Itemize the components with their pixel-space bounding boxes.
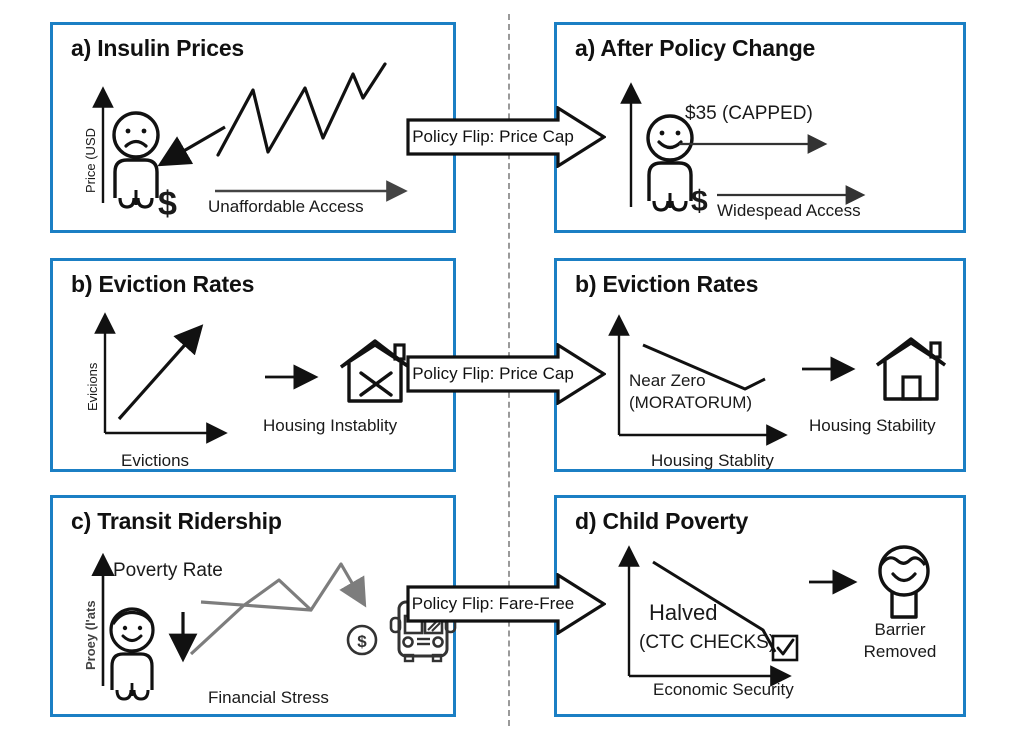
flow-arrow-icon bbox=[263, 364, 323, 390]
panel-title: a) After Policy Change bbox=[575, 35, 816, 61]
x-axis-label: Housing Stablity bbox=[651, 451, 774, 470]
axes-eviction-after bbox=[605, 313, 805, 448]
flow-arrow-icon bbox=[807, 569, 862, 595]
house-crossed-icon bbox=[335, 333, 415, 408]
halved-annotation-line2: (CTC CHECKS) bbox=[639, 632, 776, 653]
outcome-label-line1: Barrier bbox=[874, 620, 926, 639]
policy-flip-arrow-1[interactable]: Policy Flip: Price Cap bbox=[406, 106, 606, 168]
panel-eviction-before: b) Eviction Rates Evicions Evictions bbox=[50, 258, 456, 472]
x-axis-label: Financial Stress bbox=[208, 688, 329, 707]
panel-title: c) Transit Ridership bbox=[71, 508, 282, 534]
policy-flip-label: Policy Flip: Price Cap bbox=[412, 364, 574, 383]
halved-annotation-line1: Halved bbox=[649, 600, 718, 625]
y-axis-label: Price (USD bbox=[83, 127, 98, 193]
transit-trend-line bbox=[181, 558, 371, 668]
outcome-label: Housing Stability bbox=[809, 416, 936, 435]
x-axis-label: Evictions bbox=[121, 451, 190, 470]
axes-insulin-before bbox=[89, 85, 289, 210]
x-axis-arrow-icon bbox=[213, 180, 413, 202]
pointer-arrow-icon bbox=[151, 123, 231, 173]
flow-arrow-icon bbox=[800, 356, 860, 382]
y-axis-label: Proey (l'ats bbox=[83, 600, 98, 670]
dollar-sign-icon: $ bbox=[691, 185, 708, 218]
x-axis-label: Widespead Access bbox=[717, 201, 861, 220]
axes-insulin-after bbox=[619, 81, 659, 211]
dollar-sign-icon: $ bbox=[158, 185, 177, 223]
policy-flip-arrow-3[interactable]: Policy Flip: Fare-Free bbox=[406, 573, 606, 635]
insulin-before-trend-line bbox=[213, 60, 388, 160]
panel-insulin-before: a) Insulin Prices Price (USD bbox=[50, 22, 456, 233]
axes-child-poverty bbox=[615, 544, 815, 689]
y-axis-label: Evicions bbox=[85, 362, 100, 411]
policy-flip-arrow-2[interactable]: Policy Flip: Price Cap bbox=[406, 343, 606, 405]
child-head-icon bbox=[869, 543, 939, 621]
outcome-label-line2: Removed bbox=[863, 642, 937, 661]
house-intact-icon bbox=[871, 331, 951, 406]
dollar-coin-icon: $ bbox=[345, 623, 379, 657]
policy-flip-label: Policy Flip: Fare-Free bbox=[411, 594, 575, 613]
near-zero-annotation-line2: (MORATORUM) bbox=[629, 393, 753, 412]
panel-title: b) Eviction Rates bbox=[71, 271, 255, 297]
svg-text:$: $ bbox=[357, 632, 367, 651]
access-arrow-icon bbox=[715, 185, 870, 205]
panel-title: b) Eviction Rates bbox=[575, 271, 759, 297]
panel-child-poverty: d) Child Poverty Halved (CTC CHECKS) E bbox=[554, 495, 966, 717]
capped-price-annotation: $35 (CAPPED) bbox=[685, 103, 813, 124]
panel-transit: c) Transit Ridership Proey (l'ats Povert… bbox=[50, 495, 457, 717]
panel-title: a) Insulin Prices bbox=[71, 35, 244, 61]
person-happy-icon bbox=[101, 606, 175, 706]
down-arrow-icon bbox=[168, 608, 198, 668]
outcome-label: Housing Instablity bbox=[263, 416, 398, 435]
axes-transit bbox=[89, 552, 129, 692]
x-axis-label: Economic Security bbox=[653, 680, 794, 699]
panel-insulin-after: a) After Policy Change bbox=[554, 22, 966, 233]
policy-flip-label: Policy Flip: Price Cap bbox=[412, 127, 574, 146]
person-sad-icon bbox=[103, 110, 181, 215]
x-axis-label: Unaffordable Access bbox=[208, 197, 364, 216]
checkbox-checked-icon bbox=[770, 633, 800, 663]
capped-arrow-icon bbox=[677, 134, 832, 154]
poverty-rate-label: Poverty Rate bbox=[113, 560, 223, 581]
axes-eviction-before bbox=[91, 311, 266, 446]
panel-title: d) Child Poverty bbox=[575, 508, 749, 534]
near-zero-annotation-line1: Near Zero bbox=[629, 371, 706, 390]
panel-eviction-after: b) Eviction Rates Near Zero (MORATORUM) … bbox=[554, 258, 966, 472]
